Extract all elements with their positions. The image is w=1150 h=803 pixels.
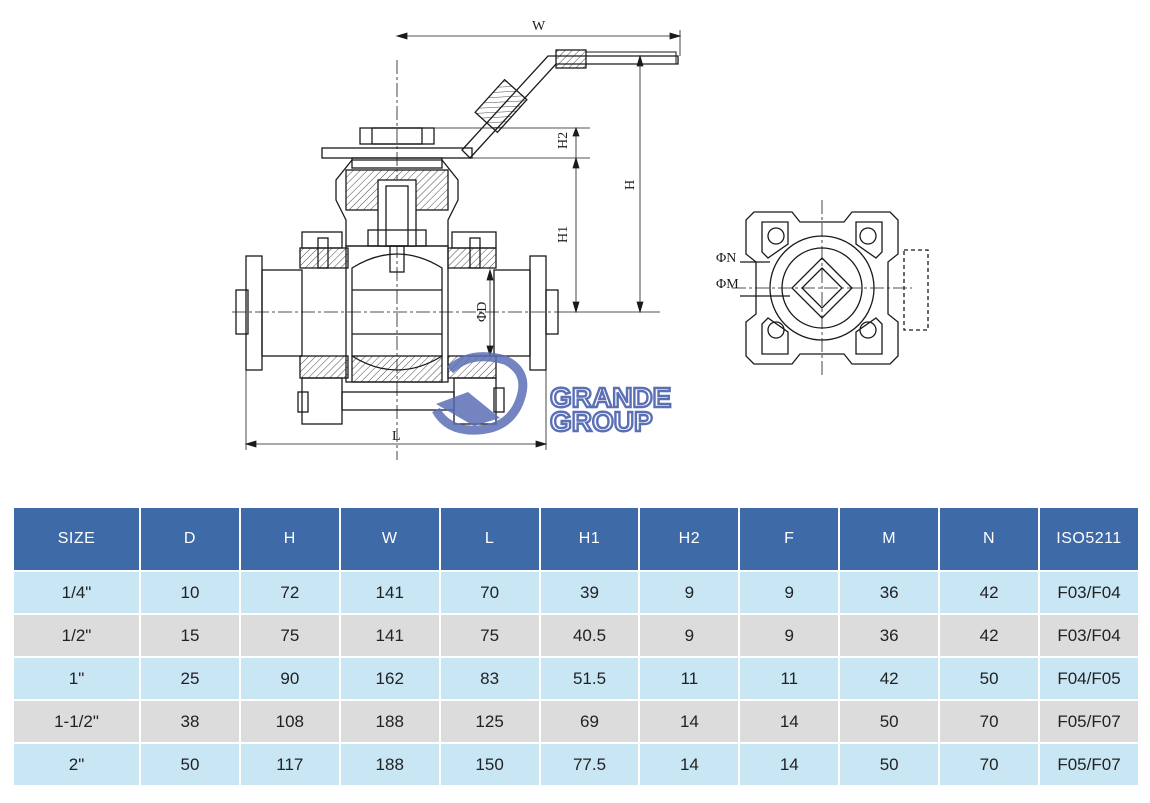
table-cell: 141 xyxy=(340,615,439,656)
table-cell: 9 xyxy=(640,572,739,613)
table-cell: 125 xyxy=(440,701,539,742)
table-cell: F03/F04 xyxy=(1040,572,1138,613)
column-header-size: SIZE xyxy=(14,508,139,570)
dim-label-m: ΦM xyxy=(716,277,739,292)
table-cell: 75 xyxy=(240,615,339,656)
dim-label-h1: H1 xyxy=(556,226,571,243)
valve-technical-drawing: W L H H1 H2 ΦD ΦN ΦM GRANDE GROUP xyxy=(232,19,929,460)
table-cell: 50 xyxy=(940,658,1039,699)
column-header-d: D xyxy=(141,508,239,570)
column-header-h1: H1 xyxy=(540,508,639,570)
table-cell: 42 xyxy=(940,615,1039,656)
logo-text-group: GROUP xyxy=(550,406,653,437)
column-header-l: L xyxy=(440,508,539,570)
table-cell: 90 xyxy=(240,658,339,699)
valve-top-view xyxy=(732,200,929,378)
dim-label-d: ΦD xyxy=(475,302,490,322)
table-cell: 39 xyxy=(540,572,639,613)
table-cell: F05/F07 xyxy=(1040,744,1138,785)
table-cell: 188 xyxy=(340,701,439,742)
table-cell: 70 xyxy=(940,701,1039,742)
table-cell: 9 xyxy=(740,572,839,613)
column-header-w: W xyxy=(340,508,439,570)
table-cell: F04/F05 xyxy=(1040,658,1138,699)
table-cell: 72 xyxy=(240,572,339,613)
table-cell: 14 xyxy=(640,744,739,785)
column-header-n: N xyxy=(940,508,1039,570)
table-cell: 11 xyxy=(640,658,739,699)
table-cell: F03/F04 xyxy=(1040,615,1138,656)
dim-label-l: L xyxy=(392,429,401,444)
table-cell: 11 xyxy=(740,658,839,699)
table-cell: 10 xyxy=(141,572,239,613)
column-header-h: H xyxy=(240,508,339,570)
dim-label-h2: H2 xyxy=(556,132,571,149)
table-cell: F05/F07 xyxy=(1040,701,1138,742)
logo-text-grande: GRANDE xyxy=(550,382,671,413)
table-cell: 50 xyxy=(141,744,239,785)
table-cell: 51.5 xyxy=(540,658,639,699)
table-cell: 141 xyxy=(340,572,439,613)
table-cell: 1" xyxy=(14,658,139,699)
grande-group-logo: GRANDE GROUP xyxy=(432,352,673,438)
table-cell: 188 xyxy=(340,744,439,785)
table-cell: 77.5 xyxy=(540,744,639,785)
table-cell: 69 xyxy=(540,701,639,742)
dim-label-w: W xyxy=(532,19,546,34)
table-cell: 14 xyxy=(740,701,839,742)
table-cell: 108 xyxy=(240,701,339,742)
table-cell: 25 xyxy=(141,658,239,699)
table-cell: 162 xyxy=(340,658,439,699)
table-cell: 38 xyxy=(141,701,239,742)
dim-label-n: ΦN xyxy=(716,251,736,266)
table-cell: 14 xyxy=(640,701,739,742)
table-cell: 1/4" xyxy=(14,572,139,613)
table-cell: 1-1/2" xyxy=(14,701,139,742)
table-cell: 83 xyxy=(440,658,539,699)
column-header-h2: H2 xyxy=(640,508,739,570)
table-cell: 50 xyxy=(840,701,939,742)
table-cell: 50 xyxy=(840,744,939,785)
table-cell: 14 xyxy=(740,744,839,785)
table-cell: 75 xyxy=(440,615,539,656)
table-cell: 9 xyxy=(640,615,739,656)
table-cell: 36 xyxy=(840,615,939,656)
column-header-m: M xyxy=(840,508,939,570)
table-cell: 42 xyxy=(840,658,939,699)
table-cell: 1/2" xyxy=(14,615,139,656)
table-cell: 40.5 xyxy=(540,615,639,656)
dim-label-h: H xyxy=(623,180,638,190)
dimension-lines xyxy=(244,30,682,450)
table-cell: 42 xyxy=(940,572,1039,613)
table-cell: 70 xyxy=(940,744,1039,785)
column-header-f: F xyxy=(740,508,839,570)
valve-side-view xyxy=(232,49,679,460)
table-cell: 9 xyxy=(740,615,839,656)
column-header-iso5211: ISO5211 xyxy=(1040,508,1138,570)
table-cell: 36 xyxy=(840,572,939,613)
table-cell: 15 xyxy=(141,615,239,656)
table-cell: 70 xyxy=(440,572,539,613)
table-cell: 2" xyxy=(14,744,139,785)
table-cell: 150 xyxy=(440,744,539,785)
table-cell: 117 xyxy=(240,744,339,785)
dimension-labels: W L H H1 H2 ΦD ΦN ΦM xyxy=(392,19,739,444)
